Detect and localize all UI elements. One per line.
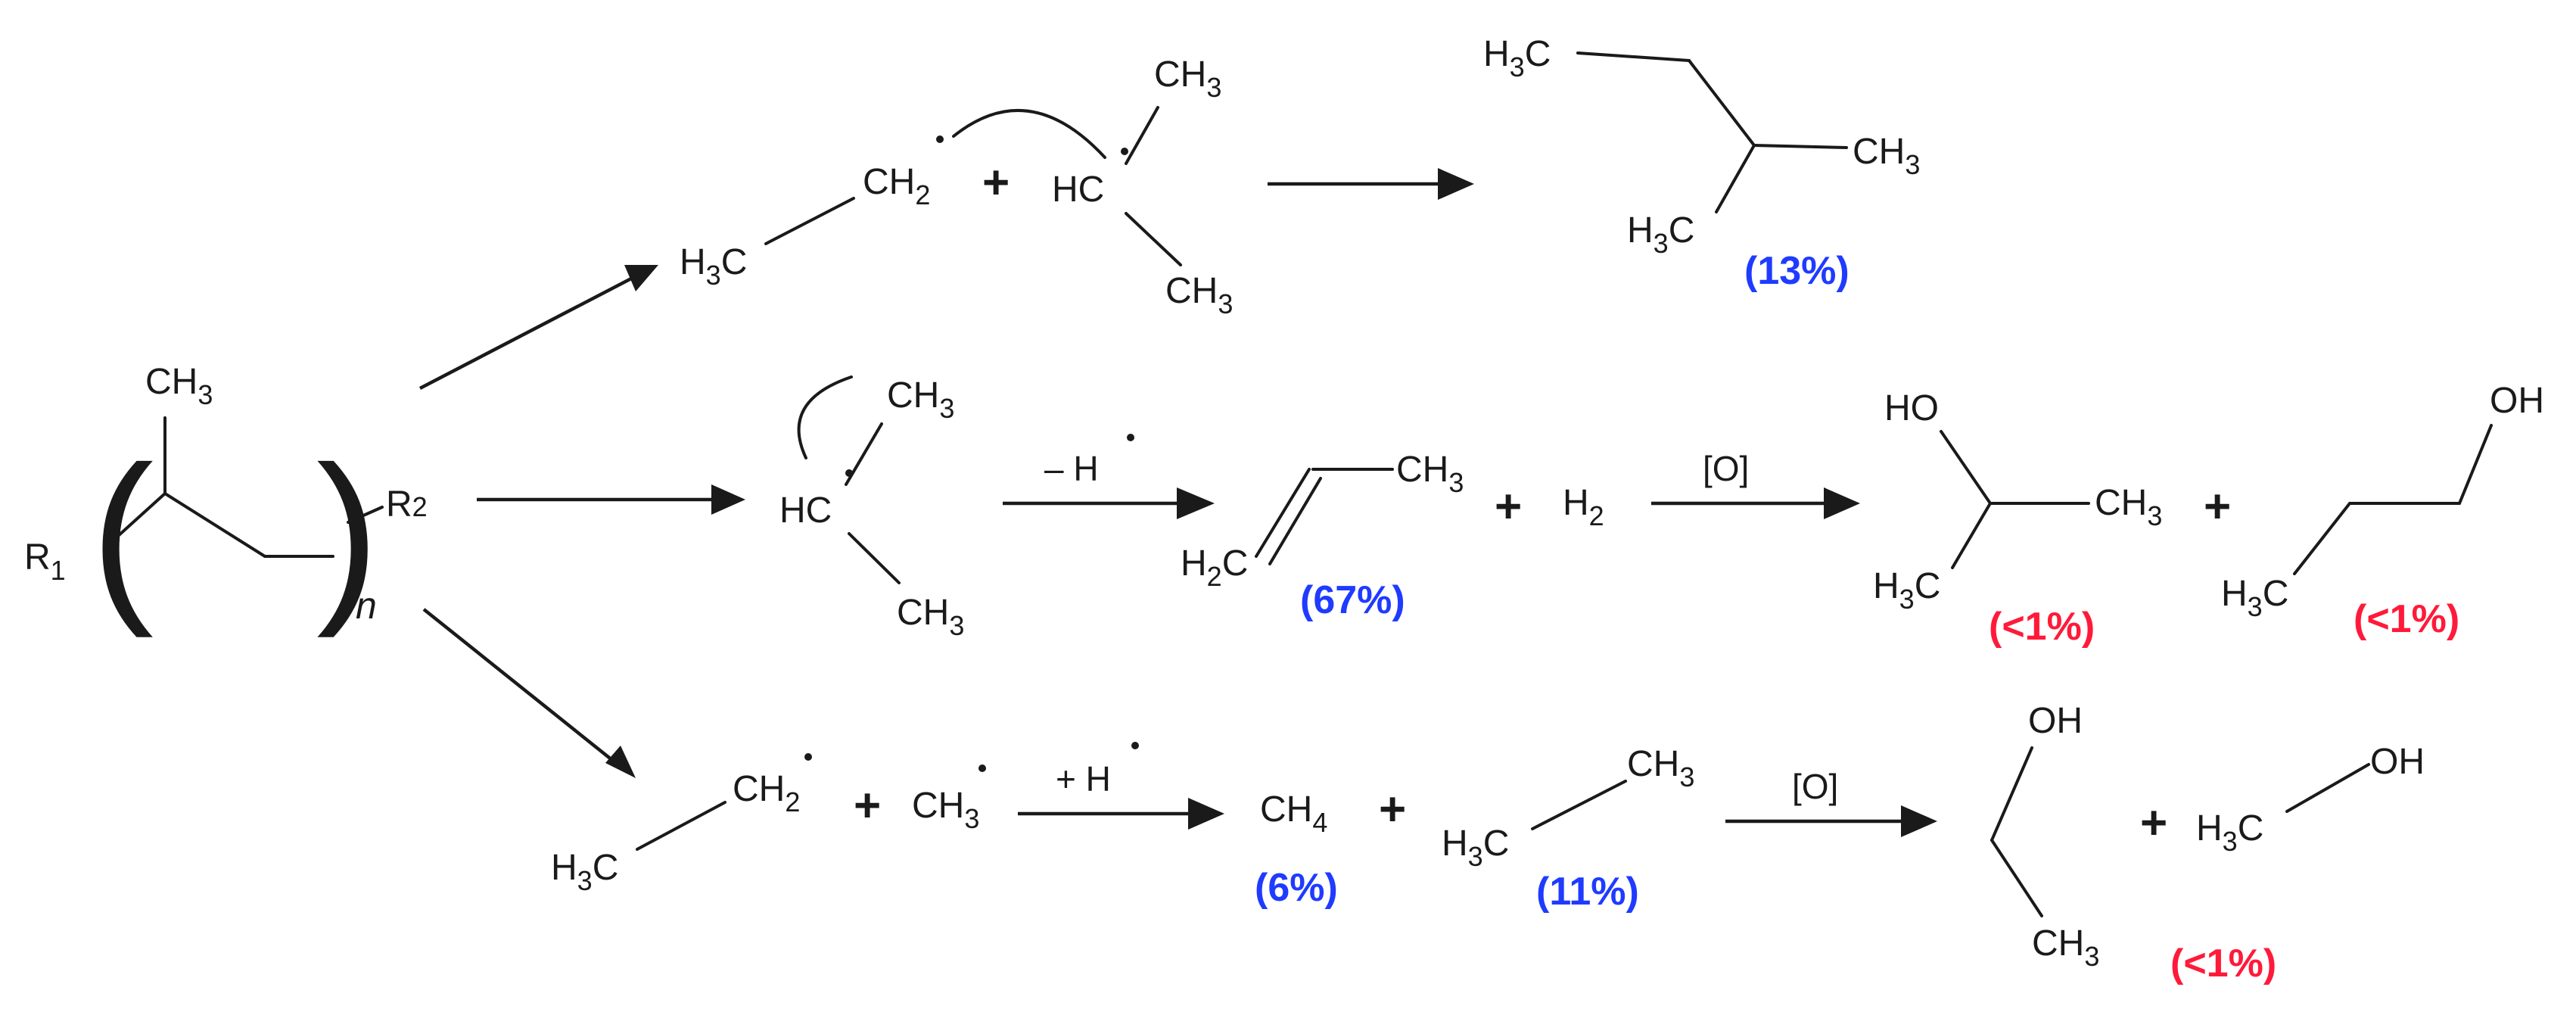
ch3-label: CH3 [1396, 450, 1464, 498]
oxidation-label: [O] [1703, 449, 1749, 488]
backbone-bond [347, 506, 384, 524]
c-o-bond [2458, 424, 2493, 505]
h3c-label: H3C [2196, 808, 2263, 857]
polypropylene-repeat-unit: R1 ( CH3 ) R2 n [24, 362, 428, 638]
ch2-radical-label: CH2 [733, 769, 800, 817]
yield-label: (<1%) [2354, 597, 2459, 641]
pathway-1: H3C CH2 + HC CH3 CH3 H3C CH3 H3C (13%) [680, 34, 1920, 319]
radical-dot [1121, 148, 1128, 155]
elimination-arc [797, 375, 853, 459]
arrow-up [418, 276, 636, 390]
h3c-label: H3C [1627, 210, 1694, 259]
yield-label: (<1%) [2170, 942, 2276, 986]
h3c-label: H3C [2221, 574, 2288, 622]
radical-dot [804, 753, 812, 761]
r1-label: R1 [24, 537, 66, 586]
ch3-label: CH3 [1853, 132, 1920, 180]
c-c-bond [1951, 502, 1992, 569]
h3c-label: H3C [1873, 566, 1940, 615]
h3c-label: H3C [1442, 824, 1509, 872]
arrow-down [422, 608, 614, 762]
c-o-bond [1990, 746, 2033, 842]
oh-label: OH [2370, 742, 2425, 782]
c-c-bond [1990, 839, 2043, 917]
h3c-label: H3C [551, 848, 618, 896]
c-c-bond [1753, 144, 1848, 149]
ho-label: HO [1884, 388, 1939, 428]
ch3-label: CH3 [145, 362, 213, 410]
reaction-arrow-head [1438, 168, 1474, 200]
plus-sign: + [854, 780, 881, 832]
h2c-label: H2C [1181, 543, 1248, 592]
condition-label: – H [1044, 449, 1099, 488]
backbone-bond [163, 492, 266, 558]
h2-label: H2 [1563, 483, 1604, 531]
ch3-radical-label: CH3 [912, 786, 979, 834]
ch3-label: CH3 [1627, 744, 1694, 792]
pathway-2: CH3 HC CH3 – H H2C CH3 (67%) + H2 [O] HO… [779, 375, 2544, 649]
c-c-bond [1715, 144, 1756, 213]
ch3-label: CH3 [2095, 483, 2162, 531]
c-c-bond [1125, 106, 1159, 165]
right-paren: ) [316, 427, 379, 638]
c-c-bond [2293, 502, 2351, 575]
arrow-up-head [624, 265, 658, 291]
yield-label: (13%) [1744, 249, 1850, 293]
c-c-bond [1125, 212, 1182, 266]
ch3-label: CH3 [887, 375, 954, 424]
oh-label: OH [2490, 381, 2544, 421]
c-o-bond [2285, 763, 2370, 813]
recombination-arc [952, 108, 1106, 159]
plus-sign: + [1379, 783, 1406, 836]
branch-arrows [418, 265, 745, 778]
n-label: n [356, 584, 377, 627]
c-c-bond [1531, 780, 1627, 830]
ch3-label: CH3 [2032, 923, 2099, 972]
ch4-label: CH4 [1260, 789, 1327, 838]
radical-dot [845, 469, 853, 477]
ch3-label: CH3 [897, 593, 964, 641]
ch2-radical-label: CH2 [863, 162, 930, 210]
oh-label: OH [2028, 701, 2083, 741]
double-bond [1268, 477, 1322, 565]
double-bond [1255, 468, 1311, 558]
plus-sign: + [2204, 481, 2231, 533]
arrow-middle-head [711, 484, 745, 515]
plus-sign: + [982, 157, 1010, 209]
c-c-bond [1576, 51, 1691, 62]
c-o-bond [1940, 430, 1992, 505]
yield-label: (11%) [1536, 870, 1639, 914]
plus-sign: + [1495, 481, 1522, 533]
r2-label: R2 [386, 484, 428, 525]
pathway-3: H3C CH2 + CH3 + H CH4 (6%) + H3C CH3 (11… [551, 701, 2425, 986]
plus-sign: + [2140, 797, 2167, 849]
yield-label: (67%) [1300, 578, 1405, 622]
reaction-arrow-head [1824, 487, 1860, 519]
h3c-label: H3C [680, 242, 747, 291]
radical-dot [936, 135, 944, 143]
reaction-arrow-head [1188, 798, 1224, 830]
radical-dot [1131, 742, 1139, 749]
c-c-bond [636, 801, 726, 851]
oxidation-label: [O] [1792, 767, 1838, 806]
h3c-label: H3C [1483, 34, 1551, 83]
yield-label: (6%) [1255, 866, 1338, 910]
c-c-bond [764, 197, 855, 245]
radical-dot [1127, 434, 1134, 441]
arrow-down-head [605, 746, 636, 778]
c-c-bond [848, 532, 901, 584]
condition-label: + H [1056, 759, 1111, 799]
radical-dot [978, 764, 986, 772]
hc-label: HC [779, 490, 832, 531]
hc-label: HC [1052, 170, 1104, 210]
ch3-label: CH3 [1154, 54, 1221, 103]
yield-label: (<1%) [1989, 605, 2095, 649]
reaction-arrow-head [1901, 805, 1937, 837]
ch3-label: CH3 [1165, 271, 1233, 319]
reaction-arrow-head [1177, 487, 1215, 519]
c-c-bond [1688, 59, 1756, 147]
backbone-bond [108, 492, 166, 545]
